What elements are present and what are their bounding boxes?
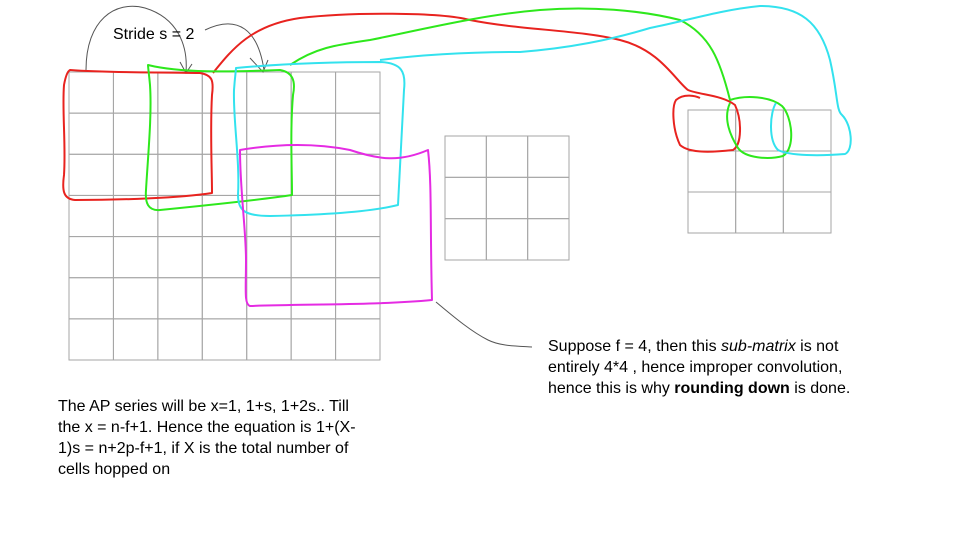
input-grid-cell: [112, 236, 159, 279]
input-grid-cell: [290, 318, 337, 361]
input-grid-cell: [201, 112, 248, 155]
input-grid-cell: [335, 236, 381, 279]
input-grid-cell: [290, 236, 337, 279]
filter-grid-cell: [527, 218, 570, 261]
input-grid-cell: [157, 112, 203, 155]
filter-grid-cell: [444, 218, 487, 261]
stride-arrow-1: [85, 5, 187, 73]
input-grid-cell: [157, 153, 203, 196]
red-connector: [212, 12, 741, 153]
input-grid-cell: [335, 277, 381, 320]
filter-grid: [444, 135, 570, 261]
input-grid-cell: [157, 277, 203, 320]
note-part1: Suppose f = 4, then this: [548, 338, 722, 355]
filter-grid-cell: [527, 135, 570, 178]
input-grid-cell: [290, 71, 337, 114]
input-grid-cell: [246, 277, 292, 320]
input-grid-cell: [112, 277, 159, 320]
input-grid-cell: [157, 71, 203, 114]
pointer-line: [435, 301, 533, 348]
input-grid-cell: [68, 71, 114, 114]
red-window-outline: [62, 69, 214, 201]
input-grid-cell: [201, 318, 248, 361]
input-grid-cell: [112, 153, 159, 196]
stride-label: Stride s = 2: [113, 26, 195, 43]
input-grid-cell: [68, 112, 114, 155]
input-grid-cell: [290, 277, 337, 320]
input-grid-cell: [335, 194, 381, 238]
filter-grid-cell: [527, 176, 570, 220]
input-grid-cell: [335, 318, 381, 361]
ap-series-text: The AP series will be x=1, 1+s, 1+2s.. T…: [58, 398, 356, 478]
input-grid-cell: [201, 277, 248, 320]
input-grid-cell: [201, 236, 248, 279]
green-connector: [289, 7, 793, 159]
input-grid-cell: [157, 194, 203, 238]
input-grid-cell: [246, 318, 292, 361]
input-grid-cell: [112, 194, 159, 238]
input-grid-cell: [68, 277, 114, 320]
input-grid-cell: [246, 71, 292, 114]
input-grid-cell: [246, 153, 292, 196]
input-grid-cell: [112, 112, 159, 155]
output-grid-cell: [735, 109, 784, 152]
input-grid-cell: [335, 153, 381, 196]
input-grid-cell: [201, 71, 248, 114]
input-grid-cell: [157, 318, 203, 361]
note-text: Suppose f = 4, then this sub-matrix is n…: [548, 336, 878, 399]
output-grid-cell: [735, 191, 784, 234]
note-part3: is not entirely 4*4 , hence improper con…: [548, 338, 843, 397]
note-part5: is done.: [789, 380, 851, 397]
stride-arrowhead-2: [249, 57, 269, 73]
input-grid-cell: [68, 194, 114, 238]
output-grid-cell: [782, 150, 832, 193]
output-grid-cell: [687, 150, 737, 193]
input-grid-cell: [290, 112, 337, 155]
filter-grid-cell: [444, 135, 487, 178]
input-grid-cell: [68, 318, 114, 361]
output-grid: [687, 109, 832, 234]
note-bold: rounding down: [674, 380, 790, 397]
input-grid-cell: [68, 236, 114, 279]
cyan-connector: [379, 5, 852, 157]
output-grid-cell: [687, 191, 737, 234]
green-window-outline: [144, 64, 295, 212]
input-grid-cell: [246, 236, 292, 279]
filter-grid-cell: [485, 218, 529, 261]
input-grid-cell: [290, 153, 337, 196]
stride-arrow-2: [204, 23, 265, 71]
cyan-window-outline: [232, 61, 406, 217]
filter-grid-cell: [485, 135, 529, 178]
input-grid-cell: [112, 318, 159, 361]
input-grid-cell: [157, 236, 203, 279]
input-grid-cell: [68, 153, 114, 196]
note-italic: sub-matrix: [721, 338, 796, 355]
output-grid-cell: [782, 191, 832, 234]
filter-grid-cell: [485, 176, 529, 220]
input-grid: [68, 71, 381, 361]
input-grid-cell: [335, 71, 381, 114]
magenta-window-outline: [239, 144, 433, 307]
filter-grid-cell: [444, 176, 487, 220]
